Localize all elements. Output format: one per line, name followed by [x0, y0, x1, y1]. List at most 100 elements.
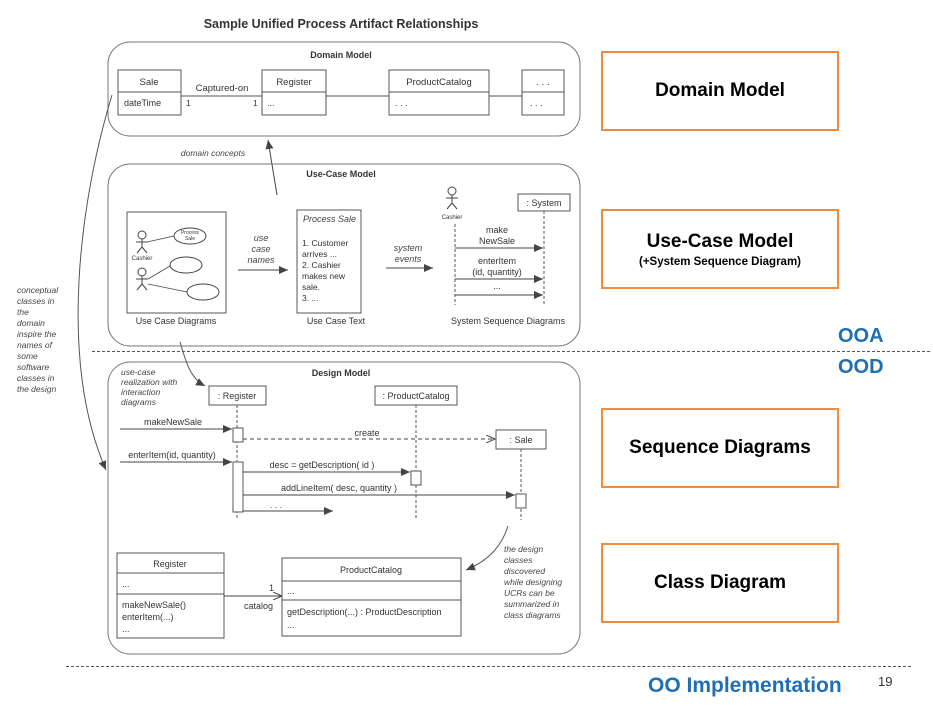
- more-domain-attr: . . .: [530, 98, 543, 108]
- msg-get-description: desc = getDescription( id ): [270, 460, 375, 470]
- interaction-sequence-diagram: : Register : ProductCatalog : Sale makeN…: [120, 385, 547, 520]
- domain-concepts-arrow: [265, 139, 278, 196]
- use-case-names-label-2: case: [251, 244, 270, 254]
- system-sequence-diagram: Cashier : System make NewSale enterItem …: [442, 186, 571, 305]
- sequence-diagrams-label-box: Sequence Diagrams: [601, 408, 839, 488]
- ood-implementation-divider: [66, 666, 911, 667]
- process-sale-bubble-line2: Sale: [185, 236, 195, 242]
- design-model-frame: [107, 361, 581, 655]
- use-case-diagram: Cashier Process Sale: [126, 211, 227, 314]
- use-case-names-label-3: names: [247, 255, 275, 265]
- ssd-msg-more: ...: [493, 281, 501, 291]
- association-mult-right: 1: [253, 98, 258, 108]
- ssd-msg1-line1: make: [486, 225, 508, 235]
- ssd-msg2-line1: enterItem: [478, 256, 516, 266]
- conceptual-classes-note: conceptual classes in the domain inspire…: [17, 285, 59, 394]
- use-case-ellipse-2: [169, 256, 203, 274]
- ssd-cashier-icon: [446, 186, 458, 210]
- system-events-label-2: events: [395, 254, 422, 264]
- domain-model-label: Domain Model: [655, 80, 785, 101]
- use-case-text-title: Process Sale: [303, 214, 356, 224]
- register-class-box: Register ... makeNewSale() enterItem(...…: [116, 552, 225, 639]
- ooa-label: OOA: [838, 325, 884, 347]
- svg-text:classes in: classes in: [17, 296, 55, 306]
- register-op-1: makeNewSale(): [122, 600, 186, 610]
- svg-text:names of: names of: [17, 340, 54, 350]
- diagram-title: Sample Unified Process Artifact Relation…: [204, 17, 479, 31]
- sale-class: Sale dateTime: [117, 69, 182, 116]
- svg-text:some: some: [17, 351, 38, 361]
- ssd-cashier-label: Cashier: [442, 215, 463, 221]
- svg-text:the: the: [17, 307, 29, 317]
- svg-text:interaction: interaction: [121, 387, 160, 397]
- svg-text:UCRs can be: UCRs can be: [504, 588, 555, 598]
- register-class-name: Register: [153, 559, 187, 569]
- svg-text:class diagrams: class diagrams: [504, 610, 561, 620]
- use-case-text-line-6: 3. ...: [302, 293, 319, 303]
- productcatalog-op-2: ...: [287, 620, 295, 630]
- cashier-actor-label: Cashier: [132, 256, 153, 262]
- use-case-model-frame: [107, 163, 581, 347]
- svg-text:discovered: discovered: [504, 566, 545, 576]
- ssd-system-label: : System: [526, 198, 561, 208]
- catalog-lifeline-label: : ProductCatalog: [382, 391, 449, 401]
- use-case-text-line-3: 2. Cashier: [302, 260, 341, 270]
- msg-add-line-item: addLineItem( desc, quantity ): [281, 483, 397, 493]
- domain-concepts-label: domain concepts: [181, 148, 246, 158]
- use-case-text-caption: Use Case Text: [307, 316, 366, 326]
- register-domain-name: Register: [276, 77, 311, 88]
- more-domain-class: . . . . . .: [521, 69, 565, 116]
- register-class-attrs: ...: [122, 579, 130, 589]
- sale-lifeline-label: : Sale: [509, 435, 532, 445]
- register-lifeline-label: : Register: [218, 391, 257, 401]
- sequence-diagrams-label: Sequence Diagrams: [629, 437, 811, 458]
- cashier-actor-icon: [136, 230, 148, 254]
- domain-model-frame: [107, 41, 581, 137]
- msg-make-new-sale: makeNewSale: [144, 417, 202, 427]
- register-domain-attr: ...: [267, 98, 275, 108]
- ucr-note: use-case realization with interaction di…: [121, 367, 177, 407]
- svg-text:diagrams: diagrams: [121, 397, 157, 407]
- sale-class-attr: dateTime: [124, 98, 161, 108]
- productcatalog-class-attrs: ...: [287, 586, 295, 596]
- svg-text:use-case: use-case: [121, 367, 156, 377]
- svg-text:classes: classes: [504, 555, 533, 565]
- page-number: 19: [878, 674, 893, 689]
- use-case-names-label-1: use: [254, 233, 269, 243]
- svg-text:classes in: classes in: [17, 373, 55, 383]
- design-model-heading: Design Model: [312, 368, 371, 378]
- domain-model-label-box: Domain Model: [601, 51, 839, 131]
- svg-text:while designing: while designing: [504, 577, 562, 587]
- productcatalog-domain-name: ProductCatalog: [406, 77, 471, 88]
- use-case-model-sublabel: (+System Sequence Diagram): [638, 255, 802, 268]
- productcatalog-class-name: ProductCatalog: [340, 565, 402, 575]
- oo-implementation-label: OO Implementation: [648, 674, 842, 697]
- assoc-multiplicity: 1: [269, 583, 274, 593]
- ucr-arrow: [179, 341, 206, 387]
- process-sale-bubble-line1: Process: [181, 230, 200, 236]
- productcatalog-op-1: getDescription(...) : ProductDescription: [287, 607, 442, 617]
- ooa-ood-divider: [92, 351, 930, 352]
- msg-create: create: [354, 428, 379, 438]
- svg-text:the design: the design: [504, 544, 543, 554]
- use-case-text-doc: Process Sale 1. Customer arrives ... 2. …: [296, 209, 362, 314]
- class-diagram-label: Class Diagram: [653, 572, 786, 593]
- ssd-caption: System Sequence Diagrams: [451, 316, 566, 326]
- productcatalog-domain-class: ProductCatalog . . .: [388, 69, 490, 116]
- use-case-model-heading: Use-Case Model: [306, 169, 376, 179]
- use-case-text-line-1: 1. Customer: [302, 238, 348, 248]
- use-case-model-label-box: Use-Case Model (+System Sequence Diagram…: [601, 209, 839, 289]
- use-case-model-label: Use-Case Model: [646, 230, 794, 252]
- svg-text:realization with: realization with: [121, 377, 177, 387]
- productcatalog-class-box: ProductCatalog ... getDescription(...) :…: [281, 557, 462, 637]
- domain-model-heading: Domain Model: [310, 50, 372, 60]
- svg-text:conceptual: conceptual: [17, 285, 59, 295]
- conceptual-inspire-arrow: [77, 94, 113, 471]
- design-classes-note: the design classes discovered while desi…: [504, 544, 562, 620]
- customer-actor-icon: [136, 267, 148, 291]
- assoc-role: catalog: [244, 601, 273, 611]
- ood-label: OOD: [838, 356, 884, 378]
- class-diagram-label-box: Class Diagram: [601, 543, 839, 623]
